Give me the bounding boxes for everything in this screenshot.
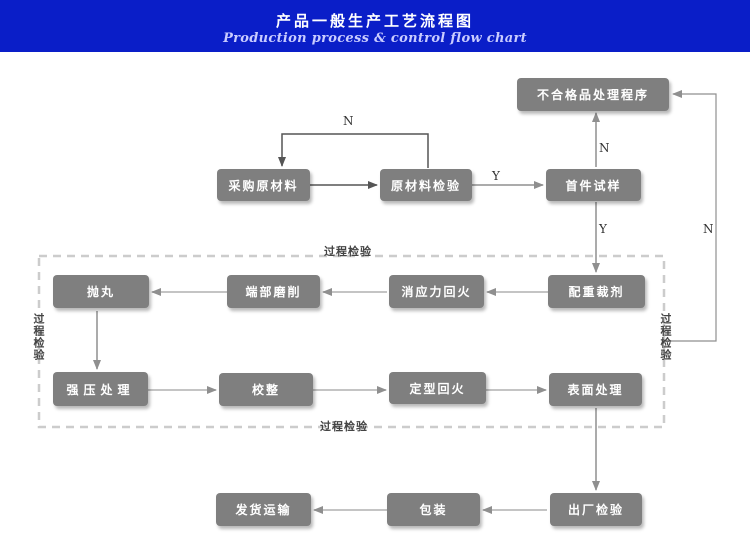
- process-inspection-region: [37, 254, 666, 429]
- node-packaging: 包装: [387, 493, 480, 526]
- label-y-right: Y: [492, 169, 500, 183]
- arrow-inspection-reject-n: [278, 133, 429, 168]
- label-y-down: Y: [599, 222, 607, 236]
- node-nonconforming: 不合格品处理程序: [517, 78, 669, 111]
- arrow-process-to-nonconforming: [664, 90, 717, 342]
- node-end-grinding: 端部磨削: [227, 275, 320, 308]
- label-n-top: N: [343, 114, 354, 128]
- node-pressing: 强压处理: [53, 372, 148, 406]
- label-process-inspection-right: 过程检验: [659, 313, 672, 361]
- node-stress-relief: 消应力回火: [389, 275, 484, 308]
- label-n-right: N: [703, 222, 714, 236]
- title-chinese: 产品一般生产工艺流程图: [275, 12, 474, 30]
- node-first-trial: 首件试样: [546, 169, 641, 201]
- node-raw-inspection: 原材料检验: [380, 169, 472, 201]
- node-final-inspection: 出厂检验: [550, 493, 642, 526]
- label-process-inspection-bottom: 过程检验: [320, 420, 368, 433]
- label-process-inspection-left: 过程检验: [32, 313, 45, 361]
- node-shipping: 发货运输: [216, 493, 311, 526]
- header-banner: 产品一般生产工艺流程图 Production process & control…: [0, 0, 750, 52]
- node-cutting: 配重裁剂: [548, 275, 645, 308]
- title-english: Production process & control flow chart: [223, 31, 527, 46]
- node-setting-temper: 定型回火: [389, 372, 486, 404]
- node-straightening: 校整: [219, 373, 313, 406]
- node-purchase: 采购原材料: [217, 169, 310, 201]
- label-n-nonconforming: N: [599, 141, 610, 155]
- label-process-inspection-top: 过程检验: [324, 245, 372, 258]
- node-shot-blasting: 抛丸: [53, 275, 149, 308]
- node-surface-treatment: 表面处理: [549, 373, 642, 406]
